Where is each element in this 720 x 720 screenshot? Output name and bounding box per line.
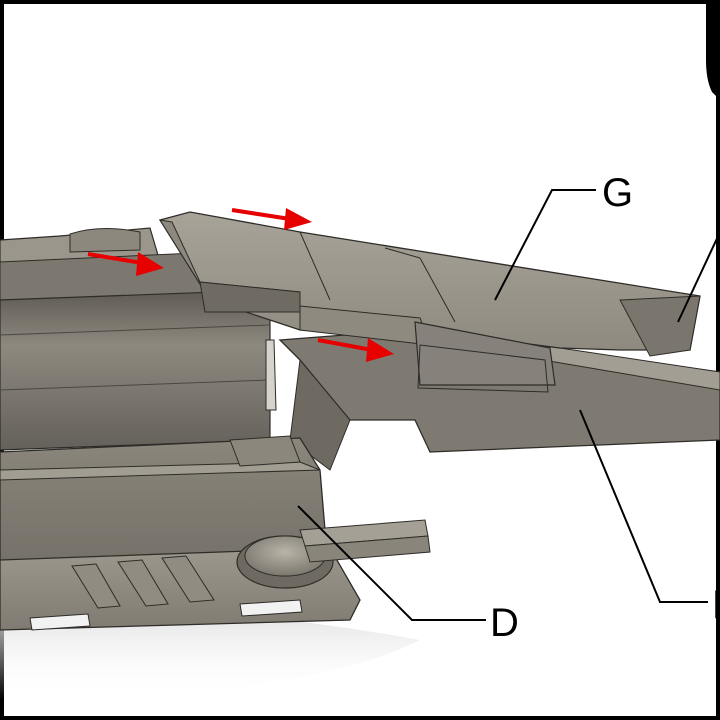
- slide-arrow-top: [231, 208, 312, 230]
- leader-line-f-top: [677, 231, 720, 323]
- clip-rod: [265, 339, 277, 411]
- part-g: [158, 211, 701, 393]
- leader-line-f-bottom: [579, 409, 708, 603]
- part-d: [0, 435, 431, 631]
- callout-label-d: D: [490, 601, 519, 645]
- slide-arrow-middle: [317, 338, 394, 362]
- ground-shadow: [0, 608, 420, 700]
- leader-line-g: [494, 189, 596, 301]
- leader-line-d: [297, 505, 486, 621]
- tube-body: [0, 289, 271, 451]
- callout-label-f: F: [712, 583, 720, 627]
- slide-arrow-left: [87, 252, 164, 276]
- callout-label-g: G: [602, 171, 633, 215]
